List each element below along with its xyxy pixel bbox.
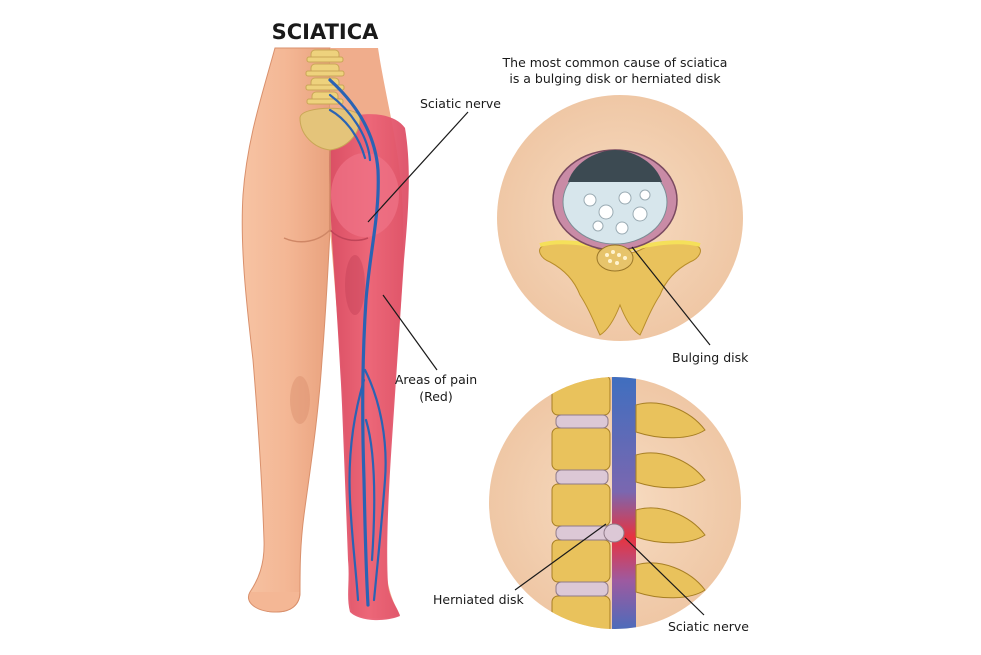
label-herniated-disk: Herniated disk xyxy=(433,592,524,607)
left-knee-shadow xyxy=(290,376,310,424)
bulging-disk-illustration xyxy=(497,95,743,341)
spine xyxy=(305,49,345,105)
vertebra-wings xyxy=(539,241,701,336)
spinal-canal xyxy=(612,377,636,629)
caption-line-2: is a bulging disk or herniated disk xyxy=(509,71,721,86)
sciatic-nerve xyxy=(328,78,387,607)
herniated-disk-illustration xyxy=(489,377,741,629)
label-areas-of-pain-line-2: (Red) xyxy=(419,389,453,404)
label-sciatic-nerve-top: Sciatic nerve xyxy=(420,96,501,111)
vertebral-bodies xyxy=(551,377,611,629)
nucleus-texture xyxy=(583,189,651,235)
spinal-cord xyxy=(596,244,634,272)
right-buttock xyxy=(331,153,399,237)
page-title: SCIATICA xyxy=(272,20,380,44)
leader-herniated-disk xyxy=(514,523,607,591)
left-foot xyxy=(248,591,301,613)
spinous-processes xyxy=(635,402,706,599)
buttock-crease-left xyxy=(283,229,331,243)
leader-bulging-disk xyxy=(631,246,711,346)
leader-areas-of-pain xyxy=(382,294,438,371)
spinal-cord-texture xyxy=(605,250,627,265)
leader-sciatic-nerve-bottom xyxy=(624,537,705,616)
caption-line-1: The most common cause of sciatica xyxy=(502,55,728,70)
herniation-bulge xyxy=(603,523,625,543)
label-bulging-disk: Bulging disk xyxy=(672,350,749,365)
intervertebral-disks xyxy=(555,414,617,597)
label-areas-of-pain-line-1: Areas of pain xyxy=(395,372,477,387)
right-thigh-shadow xyxy=(345,255,365,315)
body-figure xyxy=(241,47,409,621)
buttock-crease-right xyxy=(329,229,369,242)
label-sciatic-nerve-bottom: Sciatic nerve xyxy=(668,619,749,634)
leader-sciatic-nerve-top xyxy=(367,111,469,223)
disk-dark-region xyxy=(568,150,662,182)
